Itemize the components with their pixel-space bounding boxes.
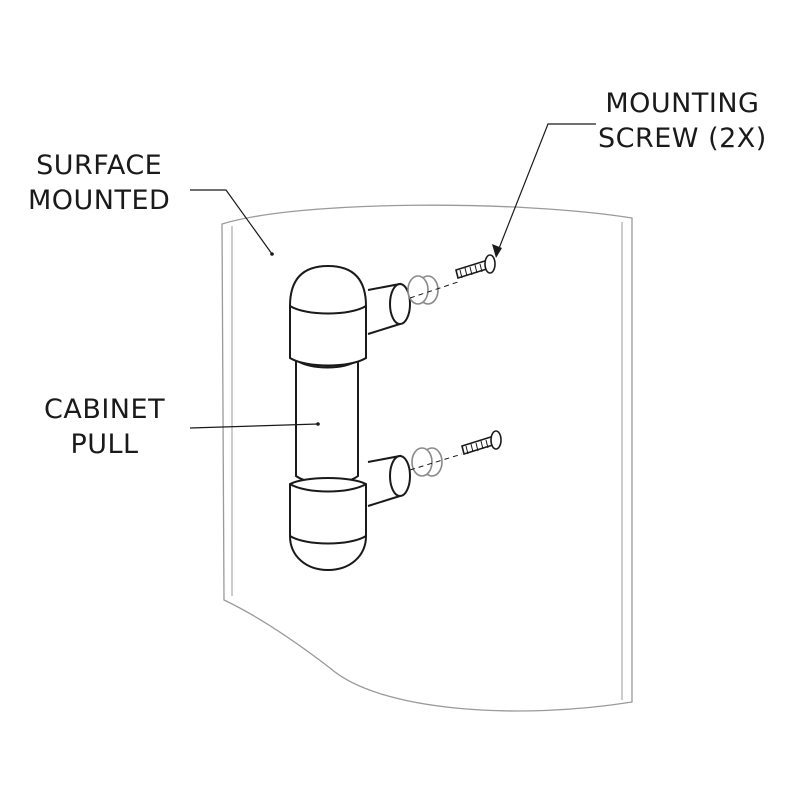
leader-lines <box>189 123 596 429</box>
leader-screw <box>495 123 596 257</box>
surface-mounted-line2: MOUNTED <box>28 185 171 216</box>
mounting-screw-line2: SCREW (2X) <box>598 123 767 154</box>
cabinet-pull-line2: PULL <box>70 429 139 460</box>
handle-bar <box>295 360 359 485</box>
mounting-screw-label: MOUNTING SCREW (2X) <box>598 86 767 156</box>
top-cap <box>289 264 367 367</box>
surface-mounted-label: SURFACE MOUNTED <box>28 148 170 218</box>
bottom-cap <box>289 477 367 572</box>
surface-mounted-line1: SURFACE <box>36 150 163 181</box>
hardware <box>407 254 502 477</box>
cabinet-pull-line1: CABINET <box>44 394 166 425</box>
leader-surface <box>190 189 273 255</box>
cabinet-panel <box>221 204 633 712</box>
mounting-screw-line1: MOUNTING <box>605 88 760 119</box>
bottom-screw <box>461 430 502 456</box>
leader-cabinet-pull <box>189 423 319 429</box>
cabinet-pull <box>289 264 411 572</box>
top-screw <box>455 254 496 280</box>
leader-screw-arrow <box>492 244 502 258</box>
cabinet-pull-label: CABINET PULL <box>44 392 165 462</box>
